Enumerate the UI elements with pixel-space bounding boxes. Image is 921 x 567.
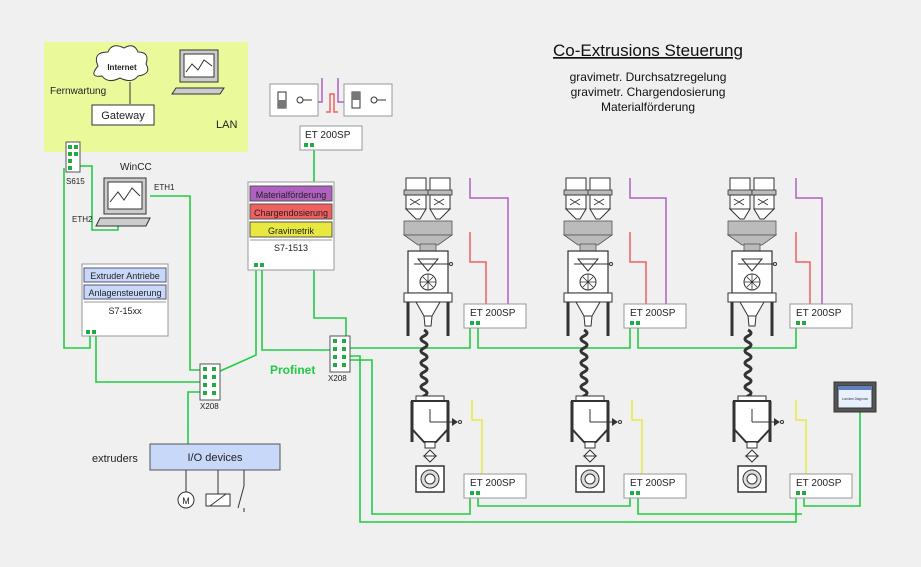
io-devices-label: I/O devices bbox=[187, 452, 243, 464]
hopper-unit-1 bbox=[402, 176, 454, 338]
et200sp-top bbox=[299, 125, 363, 151]
hmi-panel bbox=[833, 381, 877, 413]
et200sp-line1-lower bbox=[463, 473, 527, 499]
monitor-icon bbox=[171, 49, 225, 95]
contactor-icon bbox=[205, 493, 231, 507]
hopper-unit-3 bbox=[726, 176, 778, 338]
hmi-screen-text: Lueckes Diagnose bbox=[842, 397, 868, 401]
x208-left-switch bbox=[199, 363, 221, 401]
weigh-unit-1 bbox=[410, 394, 463, 494]
x208-center-label: X208 bbox=[328, 374, 347, 383]
x208-center-switch bbox=[329, 335, 351, 373]
x208-left-label: X208 bbox=[200, 402, 219, 411]
lan-label: LAN bbox=[216, 119, 237, 131]
et200sp-line1-upper bbox=[463, 303, 527, 329]
plc-center-module-0: Materialförderung bbox=[256, 190, 327, 200]
valve-icon bbox=[343, 83, 393, 117]
io-devices-box bbox=[149, 443, 281, 471]
s615-switch bbox=[65, 141, 81, 173]
internet-label: Internet bbox=[107, 63, 137, 72]
et200sp-line1-upper-label: ET 200SP bbox=[470, 308, 516, 319]
et200sp-top-label: ET 200SP bbox=[305, 130, 351, 141]
page-title: Co-Extrusions Steuerung bbox=[553, 41, 743, 60]
plc-left-module-0: Extruder Antriebe bbox=[90, 271, 160, 281]
plc-center-module-2: Gravimetrik bbox=[268, 226, 315, 236]
monitor-icon bbox=[95, 177, 151, 227]
profinet-label: Profinet bbox=[270, 363, 315, 377]
weigh-unit-3 bbox=[732, 394, 785, 494]
et200sp-line3-lower-label: ET 200SP bbox=[796, 478, 842, 489]
plc-s7-1513 bbox=[247, 181, 335, 271]
fernwartung-label: Fernwartung bbox=[50, 86, 106, 97]
et200sp-line2-lower bbox=[623, 473, 687, 499]
gateway-label: Gateway bbox=[101, 110, 145, 122]
valve-icon bbox=[269, 83, 319, 117]
extruders-label: extruders bbox=[92, 453, 138, 465]
cloud-icon bbox=[93, 45, 149, 82]
plc-left-module-1: Anlagensteuerung bbox=[88, 288, 161, 298]
svg-text:M: M bbox=[182, 496, 190, 506]
motor-icon: M bbox=[177, 491, 195, 509]
eth2-label: ETH2 bbox=[72, 215, 93, 224]
et200sp-line1-lower-label: ET 200SP bbox=[470, 478, 516, 489]
plc-left-name: S7-15xx bbox=[108, 306, 142, 316]
s615-label: S615 bbox=[66, 177, 85, 186]
plc-s7-15xx bbox=[81, 263, 169, 337]
et200sp-line3-lower bbox=[789, 473, 853, 499]
subtitle-line-2: Materialförderung bbox=[601, 100, 695, 114]
weigh-unit-2 bbox=[570, 394, 623, 494]
plc-center-name: S7-1513 bbox=[274, 243, 308, 253]
et200sp-line2-upper-label: ET 200SP bbox=[630, 308, 676, 319]
hopper-unit-2 bbox=[562, 176, 614, 338]
et200sp-line3-upper bbox=[789, 303, 853, 329]
plc-center-module-1: Chargendosierung bbox=[254, 208, 328, 218]
subtitle-line-0: gravimetr. Durchsatzregelung bbox=[570, 70, 727, 84]
et200sp-line2-lower-label: ET 200SP bbox=[630, 478, 676, 489]
et200sp-line2-upper bbox=[623, 303, 687, 329]
subtitle-line-1: gravimetr. Chargendosierung bbox=[571, 85, 726, 99]
et200sp-line3-upper-label: ET 200SP bbox=[796, 308, 842, 319]
switch-icon bbox=[237, 485, 245, 512]
gateway-box bbox=[91, 104, 155, 126]
wincc-label: WinCC bbox=[120, 162, 152, 173]
eth1-label: ETH1 bbox=[154, 183, 175, 192]
